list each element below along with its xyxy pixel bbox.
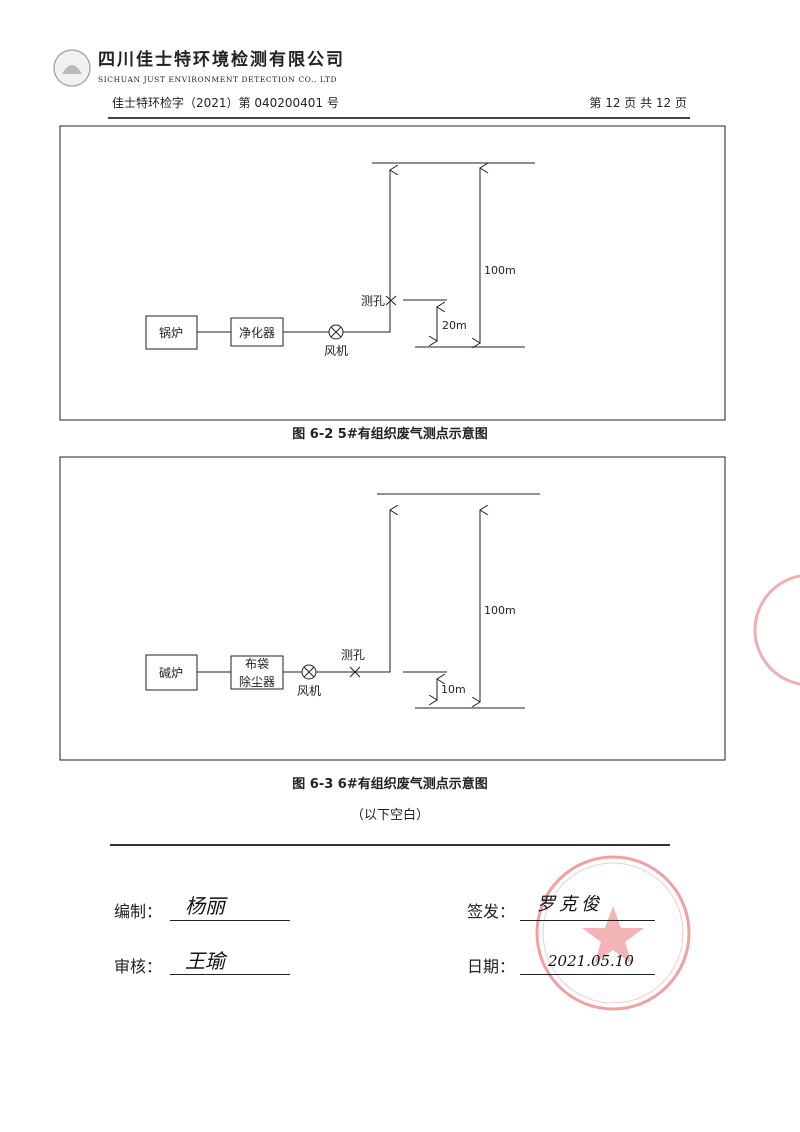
prepared-line: [170, 920, 290, 921]
fan-cross: [330, 326, 342, 338]
boiler-label: 锅炉: [159, 325, 183, 340]
diagrams: 锅炉 净化器 风机 测孔 20m 100m 碱炉 布袋 除尘器 风机 测孔 10…: [59, 125, 726, 761]
date-label: 日期：: [467, 957, 516, 976]
figure-6-2: [59, 125, 726, 421]
prepared-signature: 杨丽: [185, 894, 225, 918]
baghouse-label-2: 除尘器: [239, 674, 275, 689]
approved-label: 签发：: [467, 902, 516, 921]
header-divider: [108, 117, 690, 119]
company-seal: [535, 855, 691, 1011]
stack-height-label: 100m: [484, 264, 516, 277]
end-divider: [110, 844, 670, 846]
reviewed-signature: 王瑜: [185, 949, 225, 973]
figure-6-3: [59, 456, 726, 761]
figure-6-2-caption: 图 6-2 5#有组织废气测点示意图: [292, 427, 488, 442]
fan-cross: [303, 666, 315, 678]
figure-frame: [59, 456, 726, 761]
blank-note: （以下空白）: [350, 808, 429, 823]
document-number: 佳士特环检字（2021）第 040200401 号: [112, 96, 339, 110]
port-height-label: 10m: [441, 683, 466, 696]
fan-label: 风机: [297, 684, 321, 698]
stack-line: [343, 170, 390, 333]
company-name-en: SICHUAN JUST ENVIRONMENT DETECTION CO., …: [98, 75, 338, 84]
fan-label: 风机: [324, 344, 348, 358]
port-label: 测孔: [341, 648, 365, 662]
company-logo: [53, 49, 91, 87]
port-label: 测孔: [361, 294, 385, 308]
date-line: [520, 974, 655, 975]
reviewed-line: [170, 974, 290, 975]
prepared-label: 编制：: [114, 902, 163, 921]
figure-6-3-caption: 图 6-3 6#有组织废气测点示意图: [292, 777, 488, 792]
reviewed-label: 审核：: [114, 957, 163, 976]
figure-frame: [59, 125, 726, 421]
furnace-label: 碱炉: [159, 666, 183, 680]
approved-signature: 罗克俊: [537, 894, 603, 915]
company-name-cn: 四川佳士特环境检测有限公司: [98, 50, 345, 70]
baghouse-label-1: 布袋: [245, 657, 269, 671]
approved-line: [520, 920, 655, 921]
stack-height-label: 100m: [484, 604, 516, 617]
purifier-label: 净化器: [239, 326, 275, 340]
sampling-port-icon: [349, 666, 361, 678]
port-height-label: 20m: [442, 319, 467, 332]
sampling-port-icon: [385, 295, 397, 306]
partial-seal: [753, 574, 800, 686]
date-value: 2021.05.10: [548, 952, 634, 970]
page-info: 第 12 页 共 12 页: [589, 96, 687, 110]
stack-line: [316, 510, 390, 673]
